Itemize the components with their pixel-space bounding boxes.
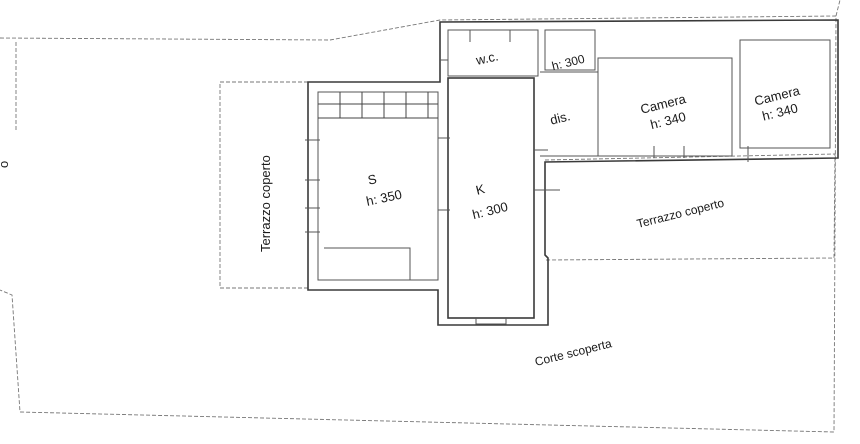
room-h300-wall: [544, 29, 596, 71]
room-camera2-wall: [739, 39, 831, 149]
label-k-h: h: 300: [471, 199, 510, 222]
room-dis-wall: [540, 71, 599, 157]
terrace-right: [544, 153, 836, 261]
label-s-name: S: [366, 171, 378, 188]
label-s-h: h: 350: [365, 187, 403, 209]
room-wc-wall: [447, 29, 539, 77]
room-s-bottom-ledge: [324, 247, 411, 280]
label-terrazzo-right: Terrazzo coperto: [635, 196, 725, 231]
room-s-grid: [318, 92, 438, 119]
terrace-left: [219, 81, 309, 289]
plot-boundary-top-right: [835, 0, 841, 17]
label-wc: w.c.: [474, 48, 500, 68]
label-k-name: K: [474, 181, 486, 198]
label-terrazzo-left: Terrazzo coperto: [258, 155, 273, 252]
openings: [305, 30, 749, 233]
building-outer-wall: [307, 19, 839, 326]
label-corte: Corte scoperta: [533, 336, 613, 369]
label-edge-mark: o: [0, 161, 11, 168]
plot-boundary: [0, 15, 837, 433]
room-s-wall: [317, 91, 439, 281]
label-dis: dis.: [548, 108, 571, 127]
kitchen-bottom-notch: [475, 318, 507, 325]
room-k-wall: [447, 77, 535, 319]
